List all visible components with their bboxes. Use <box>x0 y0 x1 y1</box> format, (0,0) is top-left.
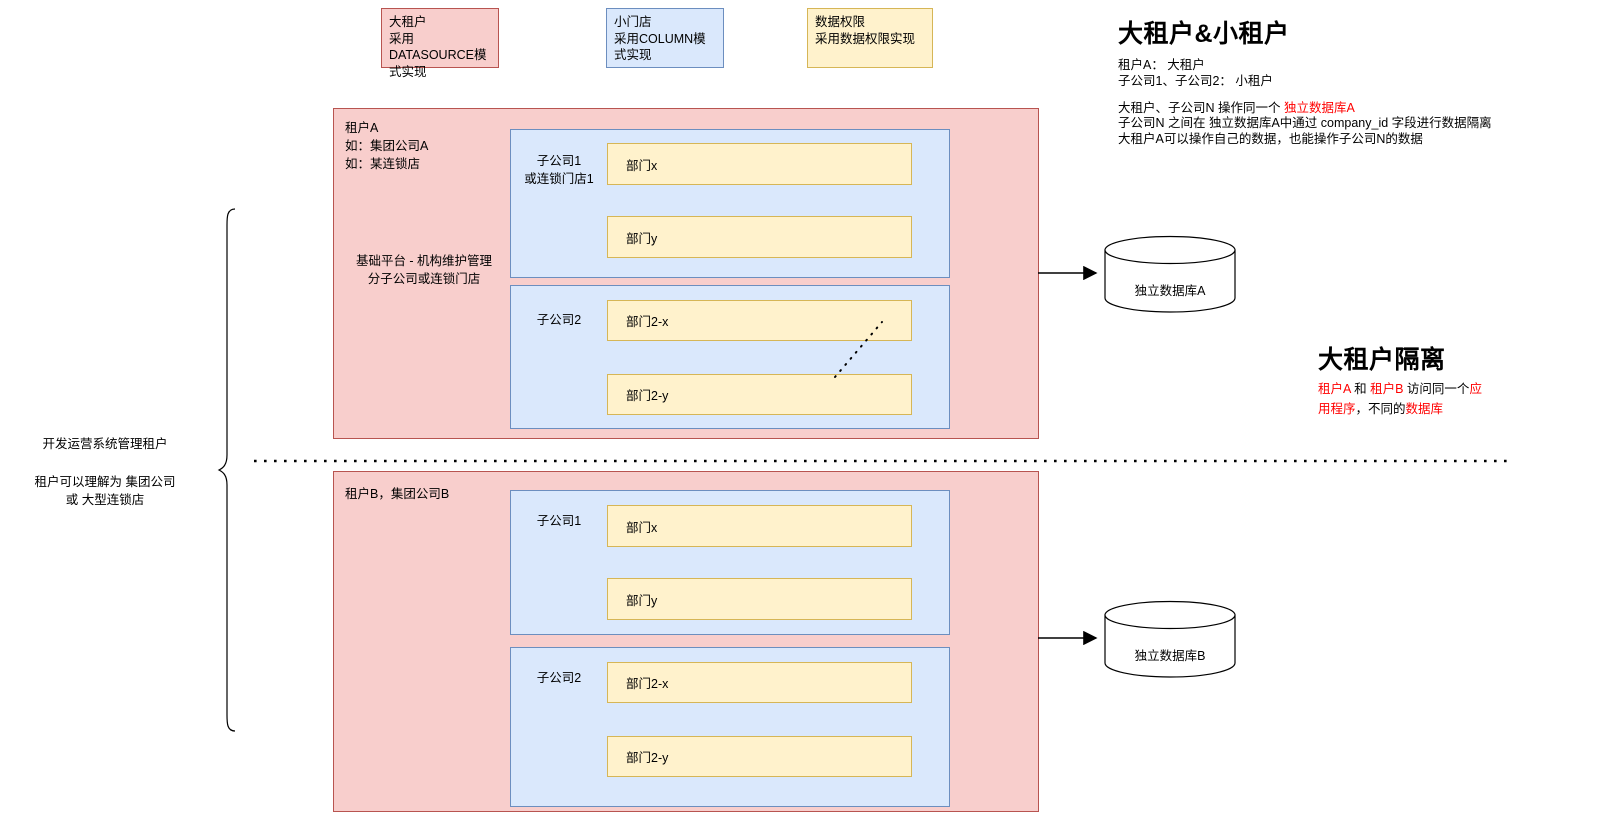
isolation-seg-database: 数据库 <box>1405 402 1444 416</box>
left-scope-note: 开发运营系统管理租户 租户可以理解为 集团公司 或 大型连锁店 <box>34 437 176 508</box>
dept-box: 部门x <box>607 505 912 547</box>
tenant-b-label: 租户B，集团公司B <box>345 487 450 501</box>
isolation-seg-different: ，不同的 <box>1355 402 1406 416</box>
database-a-cylinder <box>1104 235 1236 313</box>
tenancy-note-line1: 租户A： 大租户 <box>1118 58 1205 72</box>
dept-box: 部门2-y <box>607 736 912 777</box>
subsidiary-b1-label: 子公司1 <box>536 514 582 528</box>
tenancy-note-line3: 大租户、子公司N 操作同一个 独立数据库A <box>1118 99 1355 118</box>
isolation-seg-tenant-a: 租户A <box>1318 382 1351 396</box>
tenant-a-label: 租户A 如：集团公司A 如：某连锁店 <box>345 121 429 172</box>
isolation-note-body: 租户A 和 租户B 访问同一个应用程序，不同的数据库 <box>1318 379 1490 419</box>
database-b-label: 独立数据库B <box>1134 649 1206 663</box>
isolation-seg-tenant-b: 租户B <box>1370 382 1404 396</box>
scope-brace <box>217 208 236 732</box>
subsidiary-b2-label: 子公司2 <box>536 671 582 685</box>
subsidiary-a1-label: 子公司1 或连锁门店1 <box>524 154 594 187</box>
database-b-cylinder <box>1104 600 1236 678</box>
dept-box: 部门y <box>607 578 912 620</box>
tenancy-note-line3-text: 大租户、子公司N 操作同一个 <box>1118 101 1284 115</box>
database-a-label: 独立数据库A <box>1134 284 1206 298</box>
tenant-b-to-database-arrow <box>1038 630 1098 646</box>
isolation-seg-and: 和 <box>1350 382 1371 396</box>
dept-box: 部门2-x <box>607 300 912 341</box>
tenant-separator-dotted-line <box>254 459 1512 463</box>
dept-box: 部门x <box>607 143 912 185</box>
tenancy-note-line3-highlight: 独立数据库A <box>1283 101 1355 115</box>
legend-chip-small-store: 小门店 采用COLUMN模式实现 <box>606 8 724 68</box>
isolation-note-title: 大租户隔离 <box>1318 346 1446 374</box>
legend-chip-data-permission: 数据权限 采用数据权限实现 <box>807 8 933 68</box>
tenancy-note-line4: 子公司N 之间在 独立数据库A中通过 company_id 字段进行数据隔离 <box>1118 116 1492 130</box>
dept-box: 部门y <box>607 216 912 258</box>
tenancy-note-title: 大租户&小租户 <box>1118 20 1290 48</box>
dept-link-dotted-connector <box>834 321 883 378</box>
dept-box: 部门2-x <box>607 662 912 703</box>
isolation-seg-access: 访问同一个 <box>1403 382 1470 396</box>
isolation-seg-application: 应用程序 <box>1318 382 1482 416</box>
legend-chip-big-tenant: 大租户 采用DATASOURCE模式实现 <box>381 8 499 79</box>
subsidiary-a2-label: 子公司2 <box>536 313 582 327</box>
tenancy-note-line2: 子公司1、子公司2： 小租户 <box>1118 74 1273 88</box>
tenant-a-platform-label: 基础平台 - 机构维护管理 分子公司或连锁门店 <box>355 254 493 287</box>
tenant-a-to-database-arrow <box>1038 265 1098 281</box>
dept-box: 部门2-y <box>607 374 912 415</box>
tenancy-note-line5: 大租户A可以操作自己的数据，也能操作子公司N的数据 <box>1118 132 1423 146</box>
